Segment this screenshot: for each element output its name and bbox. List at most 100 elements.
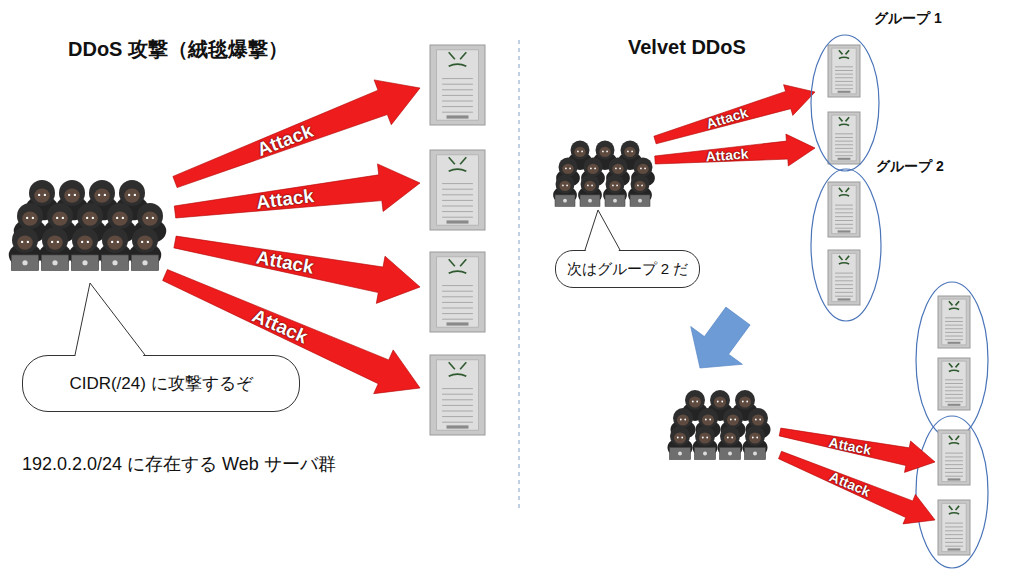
- attacker-eye: [681, 437, 683, 439]
- server-body: [828, 182, 860, 237]
- attacker-face: [574, 147, 585, 157]
- group-outline: [810, 34, 880, 172]
- attacker-eye: [755, 419, 757, 421]
- attacker-eye: [128, 194, 130, 196]
- server-slot: [835, 77, 853, 78]
- attacker-hood: [685, 390, 705, 410]
- attacker-eye: [706, 437, 708, 439]
- server-slot: [945, 534, 963, 535]
- attacker-eye: [38, 194, 40, 196]
- laptop-logo: [678, 452, 682, 456]
- attacker-hood: [670, 426, 690, 446]
- attacker-hood: [12, 227, 38, 253]
- attacker-face: [624, 147, 635, 157]
- server-front: [437, 257, 479, 327]
- bubble-text: 次はグループ 2 だ: [567, 260, 689, 279]
- server-slot: [442, 291, 473, 292]
- attacker-eye: [756, 437, 758, 439]
- server-slot: [945, 383, 963, 384]
- server-group: グループ 1: [810, 34, 880, 172]
- server-body: [938, 296, 970, 348]
- attacker-eye: [616, 185, 618, 187]
- server-front: [942, 299, 966, 345]
- server-slot: [442, 101, 473, 102]
- attack-arrow: [655, 134, 815, 166]
- server-front: [437, 360, 479, 430]
- server-slot: [442, 394, 473, 395]
- laptop: [555, 195, 575, 206]
- server-slot: [442, 89, 473, 90]
- attacker-eye: [44, 194, 46, 196]
- section-heading: Velvet DDoS: [628, 36, 746, 59]
- attacker-eye: [86, 217, 88, 219]
- server-slot: [442, 296, 473, 297]
- server-slot: [442, 217, 473, 218]
- attacker-eye: [641, 185, 643, 187]
- server-slot: [945, 460, 963, 461]
- attacker-eye: [116, 217, 118, 219]
- hooded-attacker: [603, 175, 627, 207]
- attacker-hood: [695, 426, 715, 446]
- server-slot: [945, 398, 963, 399]
- group-outline: [810, 168, 882, 322]
- attacker-face: [699, 433, 711, 444]
- hooded-attacker: [69, 227, 102, 271]
- server-slot: [945, 401, 963, 402]
- server-icon: [828, 112, 860, 164]
- hooded-attacker: [628, 175, 652, 207]
- hooded-attacker: [9, 227, 42, 271]
- attacker-hood: [77, 203, 103, 229]
- server-base: [838, 91, 851, 93]
- server-front: [942, 503, 966, 551]
- attacker-face: [17, 235, 33, 249]
- laptop: [670, 448, 691, 460]
- server-slot: [945, 526, 963, 527]
- attacker-eye: [152, 217, 154, 219]
- server-slot: [945, 317, 963, 318]
- server-slot: [442, 422, 473, 423]
- server-face: [839, 117, 849, 125]
- attacker-eye: [51, 241, 53, 243]
- attacker-hood: [556, 175, 575, 194]
- caption-text: 192.0.2.0/24 に存在する Web サーバ群: [22, 452, 336, 476]
- callout-tail: [75, 283, 145, 358]
- server-slot: [442, 416, 473, 417]
- hooded-attacker: [578, 175, 602, 207]
- server-icon: [938, 430, 970, 485]
- laptop-logo: [142, 260, 147, 265]
- server-face: [839, 188, 849, 196]
- laptop: [11, 255, 38, 271]
- attacker-hood: [634, 158, 653, 177]
- server-front: [832, 185, 856, 233]
- attacker-hood: [137, 203, 163, 229]
- attacker-hood: [673, 408, 693, 428]
- attacker-hood: [723, 408, 743, 428]
- server-slot: [945, 546, 963, 547]
- attacker-eye: [569, 168, 571, 170]
- attacker-hood: [571, 141, 590, 160]
- server-face: [449, 259, 467, 273]
- server-slot: [442, 405, 473, 406]
- hooded-attacker: [553, 175, 577, 207]
- attacker-eye: [734, 419, 736, 421]
- server-slot: [835, 85, 853, 86]
- server-body: [430, 252, 485, 332]
- attacker-face: [22, 211, 38, 225]
- server-slot: [835, 155, 853, 156]
- server-slot: [835, 288, 853, 289]
- attacker-eye: [602, 151, 604, 153]
- server-base: [447, 322, 469, 325]
- server-face: [449, 157, 467, 171]
- arrow-label: Attack: [249, 305, 310, 346]
- server-face: [449, 52, 467, 66]
- attacker-face: [137, 235, 153, 249]
- server-icon: [828, 182, 860, 237]
- attacker-eye: [640, 168, 642, 170]
- attacker-eye: [619, 168, 621, 170]
- attacker-hood: [735, 390, 755, 410]
- attacker-hood: [606, 175, 625, 194]
- attacker-face: [47, 235, 63, 249]
- server-slot: [945, 387, 963, 388]
- attacker-eye: [591, 185, 593, 187]
- server-slot: [835, 152, 853, 153]
